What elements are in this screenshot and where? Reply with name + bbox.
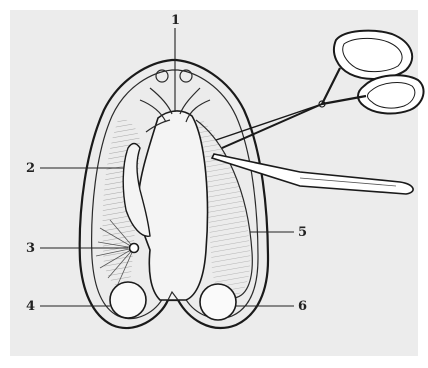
- label-4: 4: [26, 299, 35, 314]
- scissors-icon: [216, 31, 424, 148]
- label-1: 1: [171, 13, 180, 28]
- probe-icon: [212, 154, 413, 194]
- left-adductor-muscle: [110, 282, 146, 318]
- label-6: 6: [298, 299, 307, 314]
- central-foot: [138, 111, 207, 300]
- label-2: 2: [26, 161, 35, 176]
- label-5: 5: [298, 225, 307, 240]
- right-adductor-muscle: [200, 284, 236, 320]
- label-3: 3: [26, 241, 35, 256]
